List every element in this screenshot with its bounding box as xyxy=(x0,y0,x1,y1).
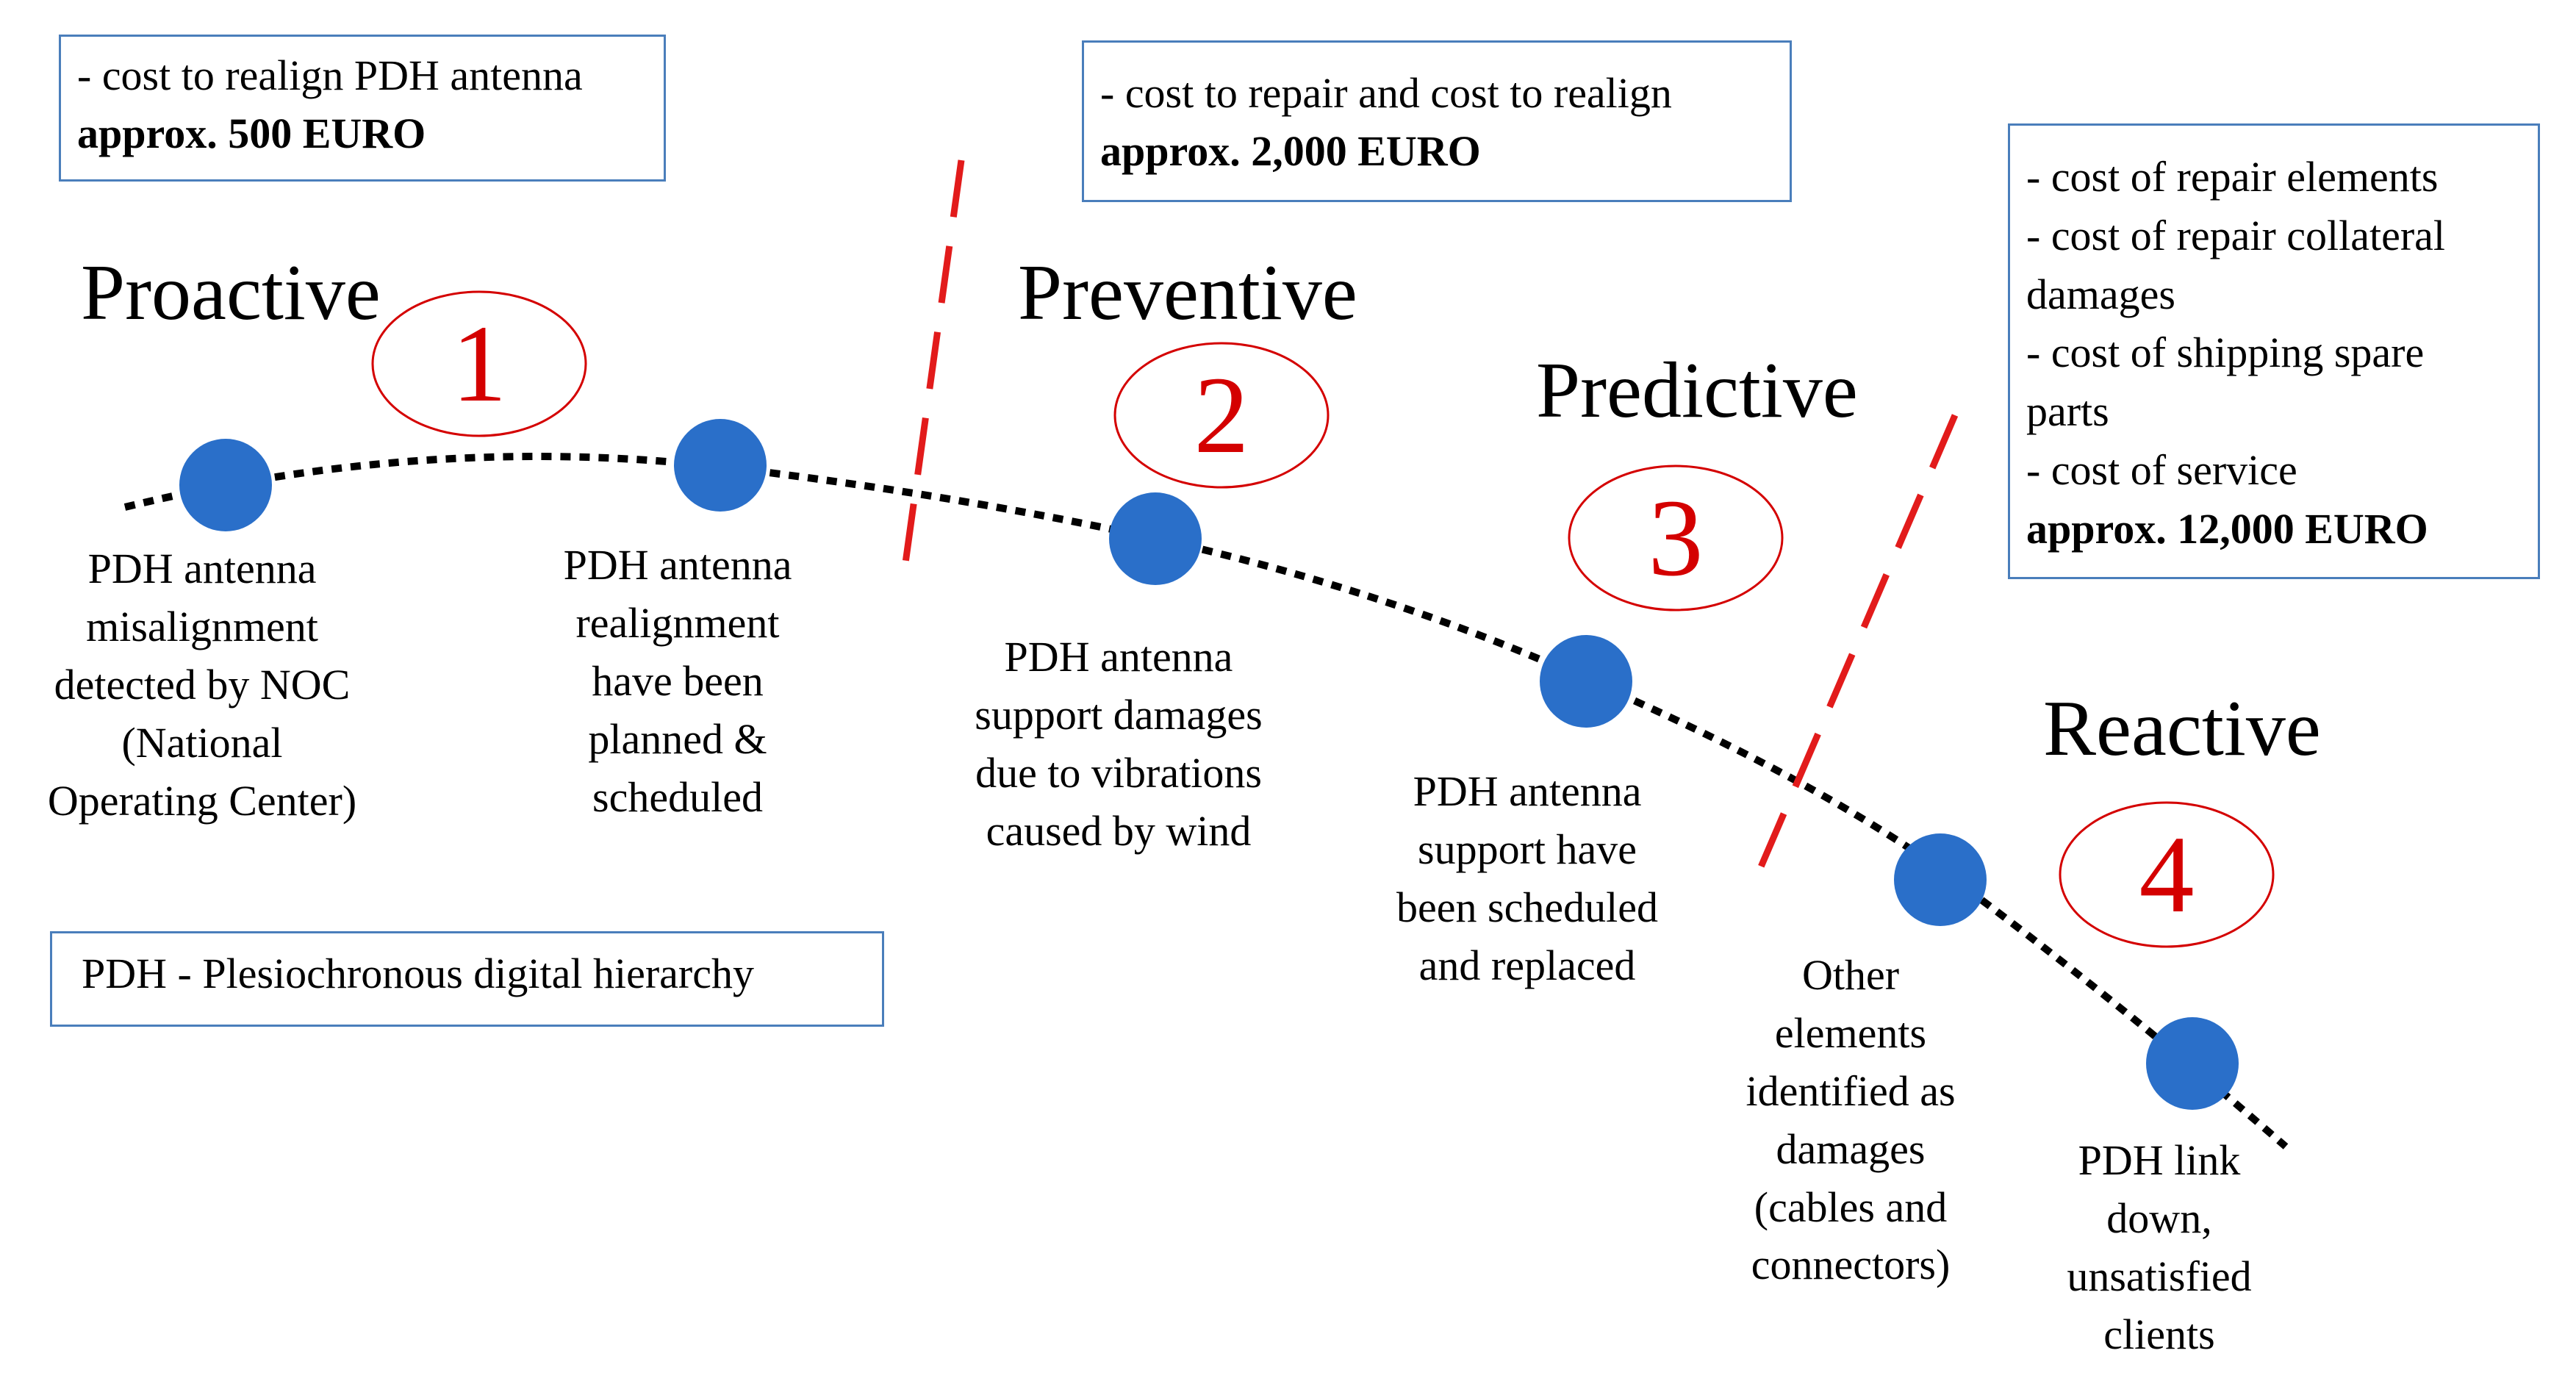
event-label-1: PDH antenna misalignment detected by NOC… xyxy=(48,540,356,830)
stage-title-reactive: Reactive xyxy=(2043,685,2321,772)
event-node-6 xyxy=(2146,1017,2239,1110)
event-label-line: down, xyxy=(2106,1194,2212,1242)
cost-line: - cost to repair and cost to realign xyxy=(1100,69,1672,117)
stage-title-preventive: Preventive xyxy=(1018,249,1357,337)
event-label-line: PDH antenna xyxy=(1004,633,1233,681)
step-number-3: 3 xyxy=(1648,477,1704,599)
cost-line: - cost of service xyxy=(2026,445,2297,494)
event-label-line: support have xyxy=(1418,825,1637,873)
event-label-line: planned & xyxy=(588,714,767,763)
step-number-4: 4 xyxy=(2139,814,2195,936)
event-label-line: elements xyxy=(1774,1008,1927,1057)
cost-line: - cost to realign PDH antenna xyxy=(77,51,583,99)
event-label-4: PDH antenna support have been scheduled … xyxy=(1396,763,1658,995)
event-node-3 xyxy=(1109,492,1202,585)
event-label-line: (cables and xyxy=(1754,1183,1948,1231)
event-label-line: connectors) xyxy=(1751,1241,1951,1289)
event-label-line: Operating Center) xyxy=(47,776,357,825)
event-label-line: been scheduled xyxy=(1396,883,1658,931)
event-label-3: PDH antenna support damages due to vibra… xyxy=(975,628,1262,861)
step-2-ellipse xyxy=(1113,342,1330,489)
cost-box-preventive: - cost to repair and cost to realign app… xyxy=(1082,40,1792,202)
event-label-2: PDH antenna realignment have been planne… xyxy=(564,537,792,826)
step-1-ellipse xyxy=(371,290,587,437)
event-label-line: support damages xyxy=(975,690,1263,739)
legend-text: PDH - Plesiochronous digital hierarchy xyxy=(82,950,754,997)
cost-box-proactive: - cost to realign PDH antenna approx. 50… xyxy=(59,35,666,182)
event-label-6: PDH link down, unsatisfied clients xyxy=(2067,1132,2251,1364)
cost-total: approx. 12,000 EURO xyxy=(2026,504,2428,553)
event-label-line: scheduled xyxy=(592,772,763,821)
event-label-5: Other elements identified as damages (ca… xyxy=(1746,947,1955,1294)
event-label-line: PDH antenna xyxy=(87,545,317,592)
event-label-line: identified as xyxy=(1746,1066,1956,1115)
event-label-line: PDH antenna xyxy=(1413,767,1642,815)
event-node-4 xyxy=(1540,635,1632,728)
event-node-1 xyxy=(179,439,272,531)
divider-line-2 xyxy=(1749,414,1959,887)
event-label-line: realignment xyxy=(575,598,780,647)
event-node-5 xyxy=(1894,833,1987,926)
event-label-line: clients xyxy=(2103,1310,2215,1358)
stage-title-proactive: Proactive xyxy=(81,249,381,337)
event-label-line: have been xyxy=(592,656,764,705)
event-label-line: (National xyxy=(121,718,283,767)
cost-line: - cost of shipping spare xyxy=(2026,329,2425,377)
timeline-curve xyxy=(123,453,2289,1149)
stage-title-predictive: Predictive xyxy=(1536,347,1858,434)
event-label-line: PDH link xyxy=(2078,1136,2241,1184)
cost-line: damages xyxy=(2026,270,2175,318)
step-number-2: 2 xyxy=(1194,354,1249,476)
step-4-ellipse xyxy=(2059,801,2275,948)
step-3-ellipse xyxy=(1568,464,1784,611)
event-label-line: caused by wind xyxy=(986,806,1252,855)
event-label-line: due to vibrations xyxy=(975,748,1262,797)
cost-line: - cost of repair collateral xyxy=(2026,211,2446,259)
event-label-line: and replaced xyxy=(1418,941,1636,989)
event-label-line: detected by NOC xyxy=(54,660,351,709)
cost-line: parts xyxy=(2026,387,2109,435)
step-number-1: 1 xyxy=(451,303,507,425)
cost-total: approx. 2,000 EURO xyxy=(1100,126,1481,175)
event-label-line: PDH antenna xyxy=(563,541,792,589)
cost-box-reactive: - cost of repair elements - cost of repa… xyxy=(2008,123,2540,579)
event-label-line: damages xyxy=(1776,1124,1926,1173)
event-label-line: Other xyxy=(1801,951,1900,999)
event-label-line: misalignment xyxy=(86,602,318,650)
divider-line-1 xyxy=(898,159,965,590)
cost-line: - cost of repair elements xyxy=(2026,153,2439,201)
cost-total: approx. 500 EURO xyxy=(77,109,426,157)
abbreviation-legend: PDH - Plesiochronous digital hierarchy xyxy=(50,931,884,1027)
event-label-line: unsatisfied xyxy=(2067,1252,2252,1300)
event-node-2 xyxy=(674,419,767,512)
